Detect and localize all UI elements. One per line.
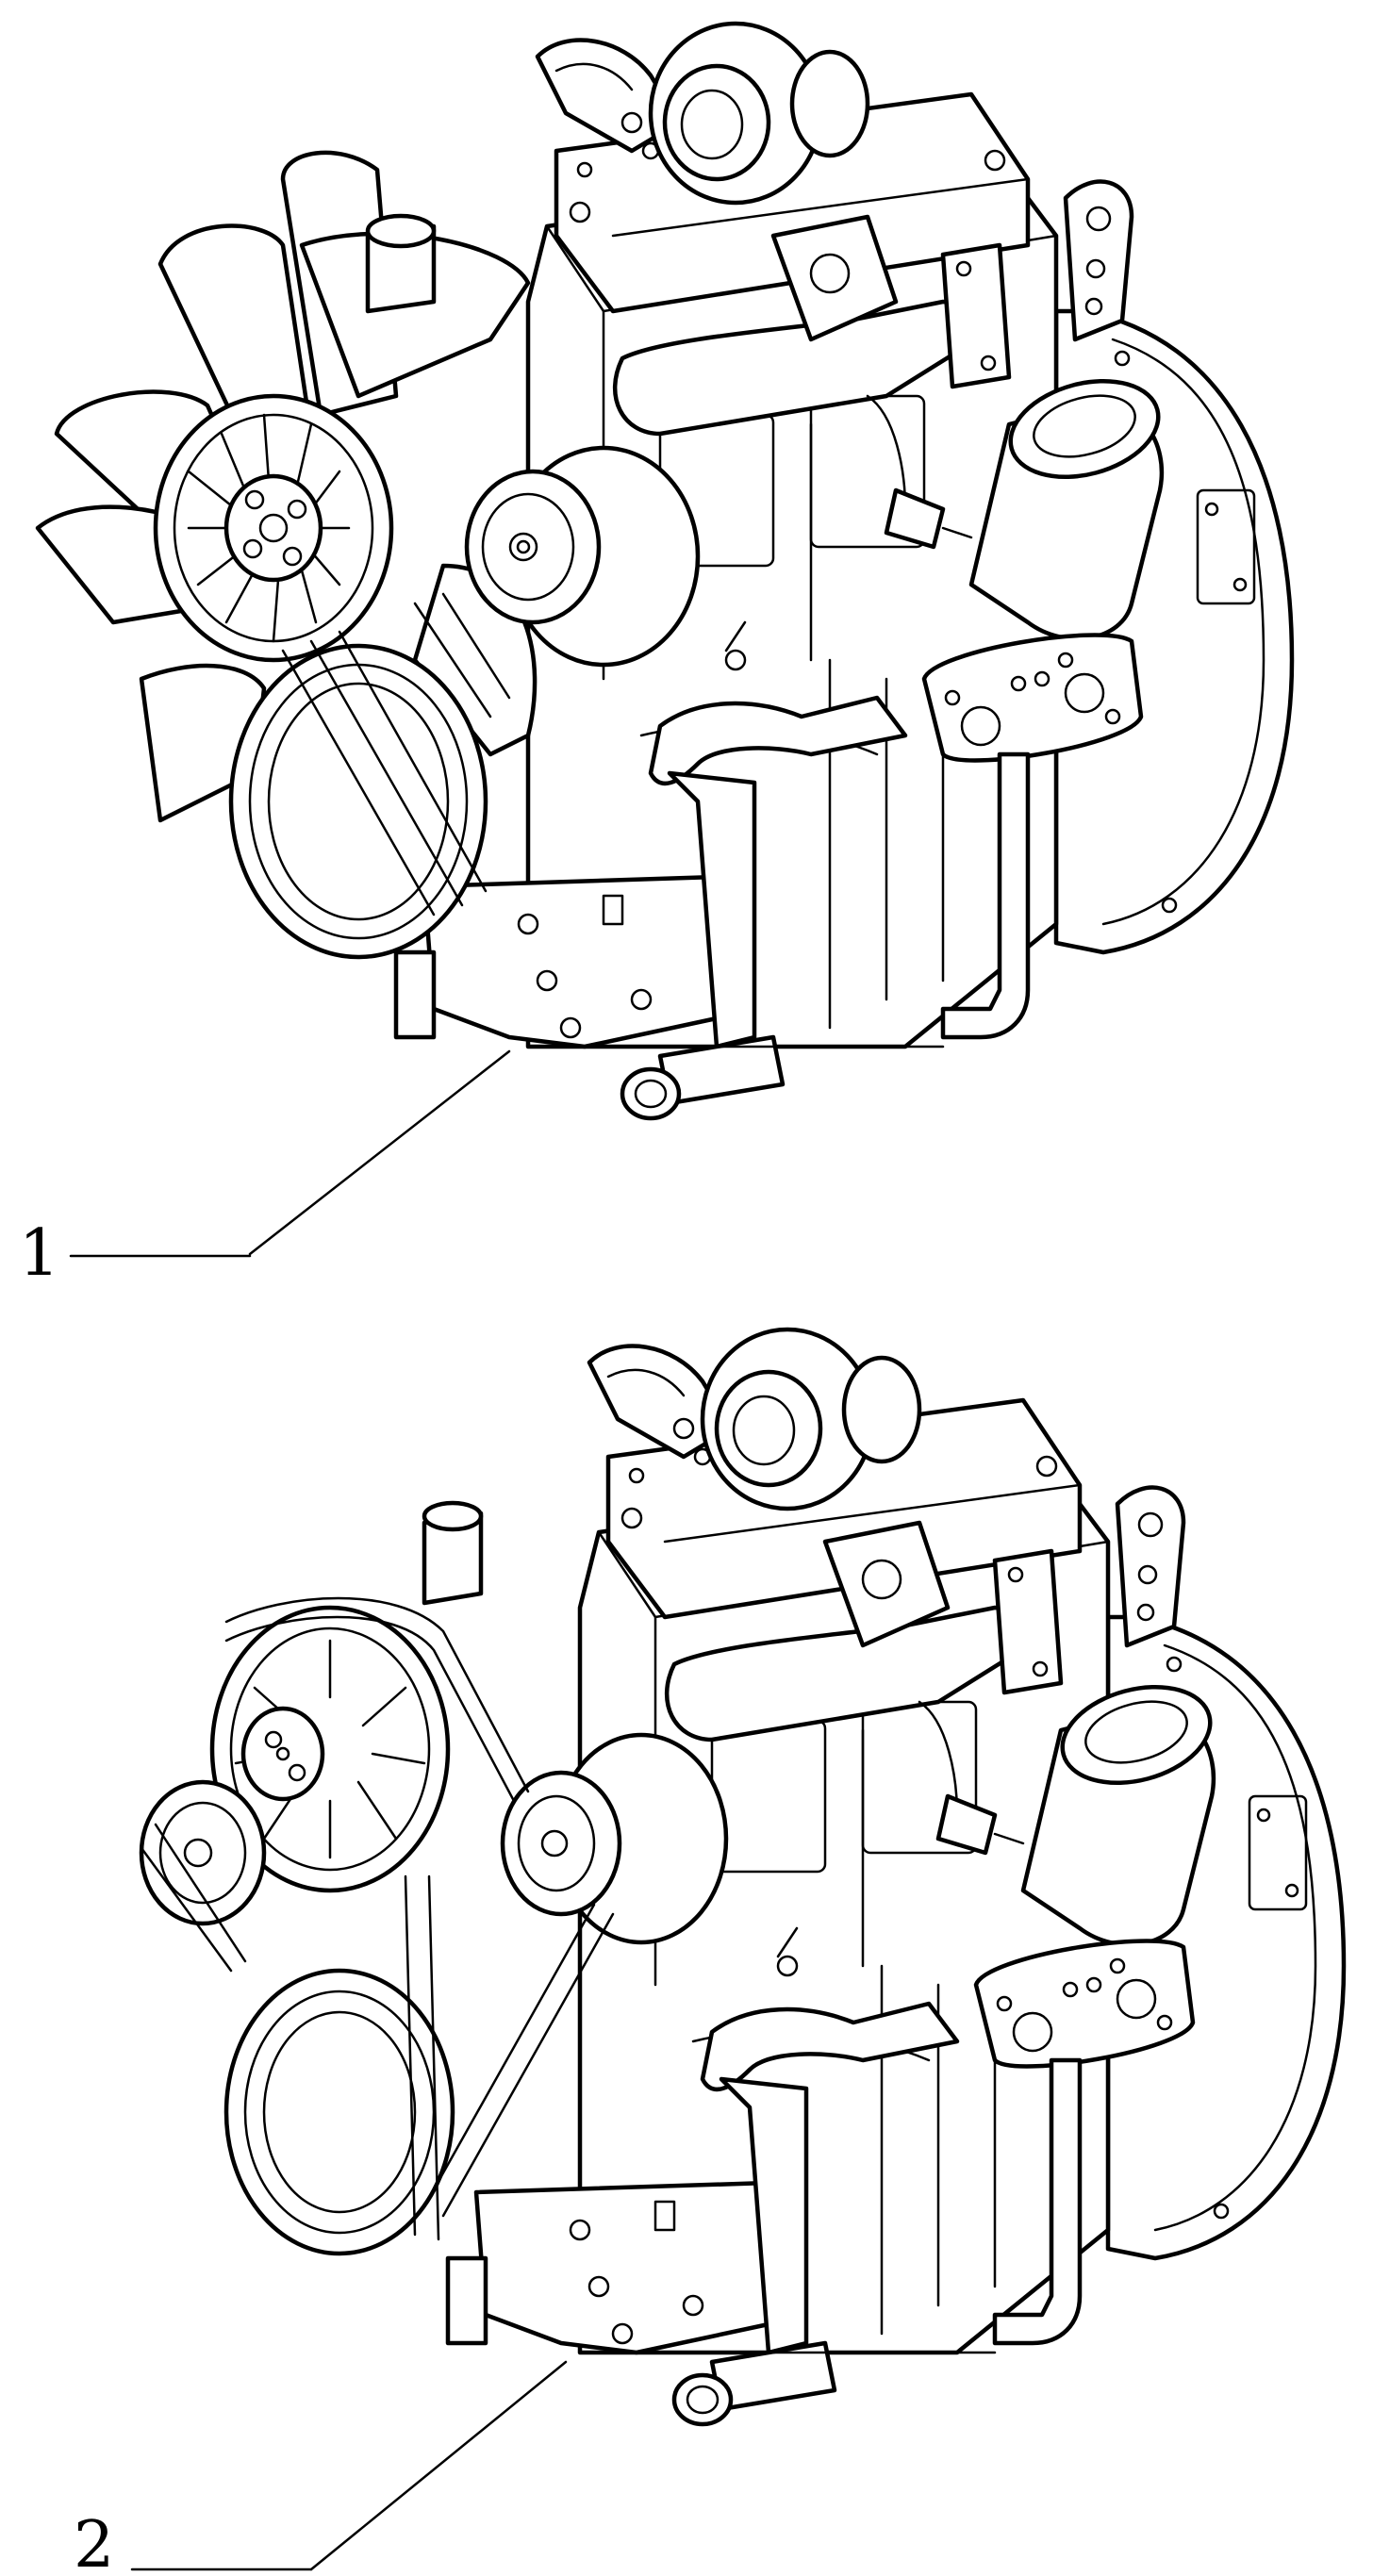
alternator-pulley (464, 445, 701, 668)
callout-number-1: 1 (19, 1216, 59, 1291)
engine-view-2: 2 (74, 1329, 1344, 2576)
crank-pulley-and-belts (228, 592, 511, 960)
water-outlet (365, 213, 437, 314)
water-outlet-2 (422, 1500, 484, 1606)
water-pump-pulley (209, 1605, 451, 1893)
idler-pulley-left (139, 1779, 267, 1926)
callout-number-2: 2 (74, 2508, 114, 2576)
leader-line-2 (130, 2360, 568, 2571)
crank-pulley-2 (223, 1968, 455, 2256)
alternator-pulley-2 (500, 1732, 729, 1945)
leader-line-1 (69, 1049, 511, 1258)
drive-belt (140, 1596, 615, 2241)
engine-view-1: 1 (19, 24, 1292, 1291)
fan-hub (153, 393, 394, 663)
